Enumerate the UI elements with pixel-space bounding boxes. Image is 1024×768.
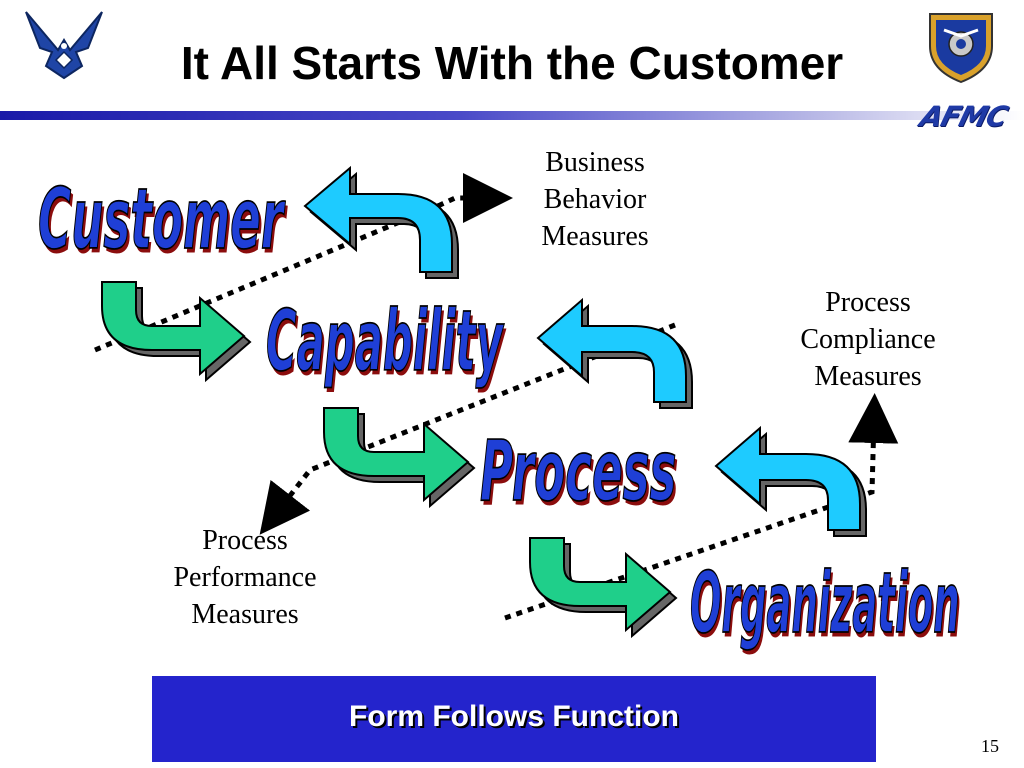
up-arrow-process xyxy=(714,425,867,537)
slide-title: It All Starts With the Customer xyxy=(180,37,844,89)
business-behavior-measures-label: Business Behavior Measures xyxy=(541,147,649,252)
air-force-symbol-icon xyxy=(25,11,103,80)
level-process-label: Process xyxy=(480,422,676,520)
level-process: Process Process xyxy=(479,421,678,524)
down-arrow-customer-to-capability xyxy=(101,281,252,383)
dotted-connector-lines xyxy=(94,173,899,621)
level-organization-label: Organization xyxy=(690,556,960,653)
up-arrow-capability xyxy=(536,297,693,409)
level-capability-label: Capability xyxy=(266,291,505,390)
level-customer-label: Customer xyxy=(38,170,286,268)
svg-text:Organization: Organization xyxy=(692,560,962,657)
page-number: 15 xyxy=(981,736,999,756)
process-compliance-dotted-line xyxy=(504,393,899,621)
form-follows-function-banner xyxy=(152,676,876,762)
afmc-shield-icon xyxy=(929,13,993,84)
process-compliance-measures-label: Process Compliance Measures xyxy=(800,287,936,392)
svg-text:Process: Process xyxy=(482,426,678,524)
header-divider-bar xyxy=(0,111,1024,120)
level-organization: Organization Organization xyxy=(689,555,962,657)
level-capability: Capability Capability xyxy=(265,291,507,395)
svg-text:Customer: Customer xyxy=(40,174,288,272)
down-arrow-capability-to-process xyxy=(323,407,476,509)
level-customer: Customer Customer xyxy=(37,169,288,272)
svg-text:Capability: Capability xyxy=(268,296,507,395)
process-performance-measures-label: Process Performance Measures xyxy=(173,525,317,630)
down-arrow-process-to-organization xyxy=(529,537,678,639)
up-arrow-customer xyxy=(303,165,459,279)
form-follows-function-text: Form Follows Function xyxy=(349,700,679,733)
